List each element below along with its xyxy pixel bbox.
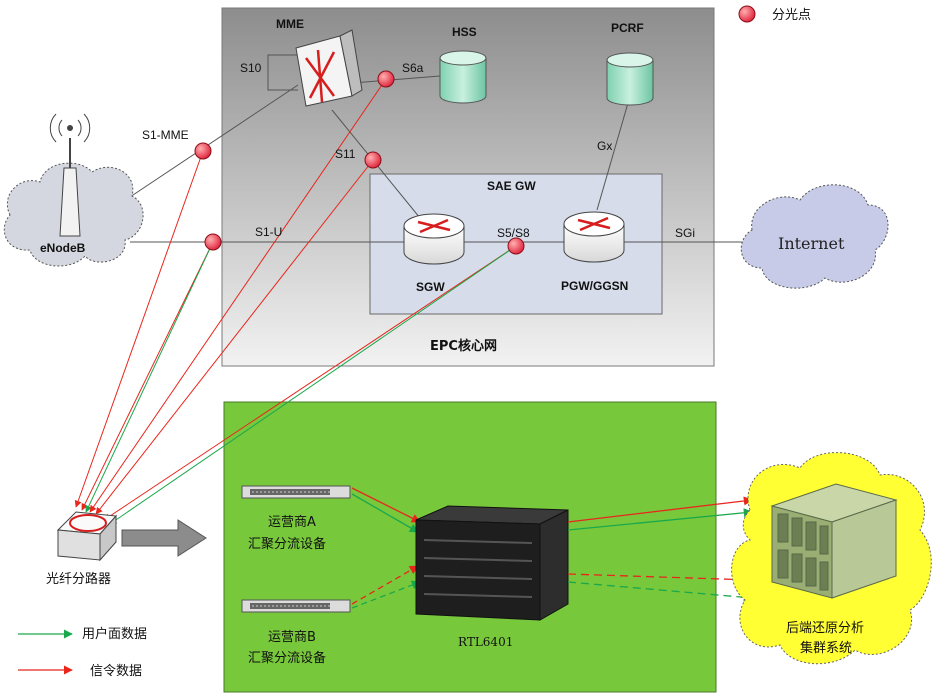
hss-database-icon <box>439 50 487 104</box>
mme-switch-icon <box>295 29 363 107</box>
label-s5-s8: S5/S8 <box>497 226 530 240</box>
operator-to-rtl-links <box>351 487 421 609</box>
splitter-label: 光纤分路器 <box>46 571 111 587</box>
label-s10: S10 <box>240 61 262 75</box>
enodeb-cloud <box>3 113 144 267</box>
split-point-s1u <box>204 233 222 251</box>
antenna-icon <box>49 113 91 237</box>
legend-split-point-icon <box>738 5 756 23</box>
label-s6a: S6a <box>402 61 424 75</box>
label-sgi: SGi <box>675 226 695 240</box>
backend-line2: 集群系统 <box>800 640 852 656</box>
operator-a-device-icon <box>241 485 351 499</box>
fiber-splitter-icon <box>56 511 118 562</box>
operator-a-line1: 运营商A <box>268 515 316 530</box>
legend-split-point-label: 分光点 <box>772 8 811 23</box>
splitter-output-arrow <box>121 519 207 557</box>
label-s11: S11 <box>335 147 356 161</box>
label-gx: Gx <box>597 139 612 153</box>
epc-title: EPC核心网 <box>430 338 497 354</box>
server-rack-icon <box>770 483 898 599</box>
sgw-label: SGW <box>416 280 445 294</box>
tap-links <box>74 78 517 525</box>
legend: 用户面数据 信令数据 <box>18 626 147 679</box>
split-points <box>194 70 525 255</box>
pgw-label: PGW/GGSN <box>561 279 628 293</box>
rtl-label: RTL6401 <box>458 635 513 649</box>
enodeb-label: eNodeB <box>40 241 86 255</box>
sgw-router-icon <box>403 213 465 265</box>
watermark-logo: 创新互联 <box>844 666 922 686</box>
pgw-router-icon <box>563 211 625 263</box>
sae-gw-label: SAE GW <box>487 179 536 193</box>
legend-signaling-label: 信令数据 <box>90 664 142 679</box>
split-point-s6a <box>377 70 395 88</box>
rtl-to-backend-links <box>567 496 753 602</box>
hss-label: HSS <box>452 25 477 39</box>
internet-label: Internet <box>778 234 845 253</box>
mme-label: MME <box>276 17 304 31</box>
pcrf-database-icon <box>606 52 654 106</box>
pcrf-label: PCRF <box>611 21 644 35</box>
label-s1-mme: S1-MME <box>142 128 189 142</box>
operator-b-line2: 汇聚分流设备 <box>248 650 326 666</box>
label-s1-u: S1-U <box>255 225 282 239</box>
operator-a-line2: 汇聚分流设备 <box>248 536 326 552</box>
rtl6401-chassis-icon <box>415 505 569 621</box>
internet-cloud <box>740 184 889 289</box>
split-point-s5s8 <box>507 237 525 255</box>
backend-line1: 后端还原分析 <box>786 621 864 636</box>
legend-user-plane-label: 用户面数据 <box>82 626 147 642</box>
operator-b-device-icon <box>241 599 351 613</box>
watermark-text: 创新互联 <box>870 669 922 685</box>
split-point-s11 <box>364 151 382 169</box>
split-point-s1mme <box>194 142 212 160</box>
operator-b-line1: 运营商B <box>268 630 316 645</box>
